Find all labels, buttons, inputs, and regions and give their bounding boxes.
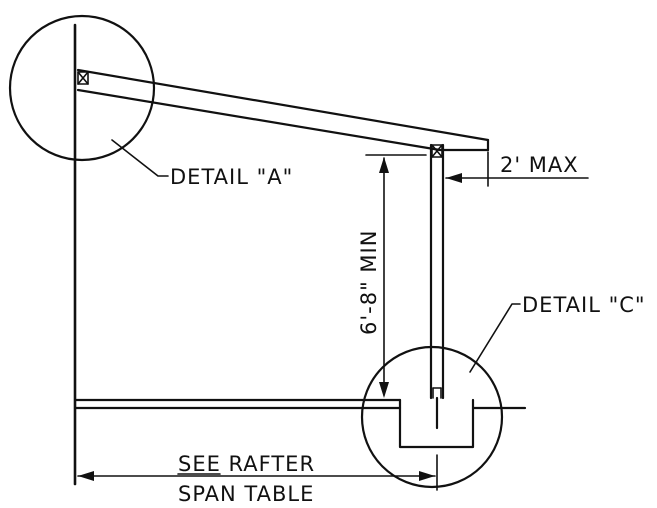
post-anchor bbox=[432, 387, 442, 430]
detail-a-leader bbox=[111, 139, 169, 177]
detail-c-leader bbox=[469, 303, 521, 373]
min-height-label: 6'-8" MIN bbox=[357, 230, 381, 335]
span-dimension bbox=[77, 454, 438, 491]
max-overhang-label: 2' MAX bbox=[500, 153, 579, 177]
slab bbox=[74, 398, 527, 410]
min-height-dimension bbox=[365, 154, 427, 398]
detail-c-label: DETAIL "C" bbox=[522, 293, 646, 317]
detail-a-label: DETAIL "A" bbox=[170, 165, 293, 189]
footing bbox=[398, 398, 475, 449]
max-overhang-dimension bbox=[445, 151, 589, 187]
detail-c-circle bbox=[360, 345, 504, 489]
span-label-line2: SPAN TABLE bbox=[178, 482, 314, 506]
detail-a-circle bbox=[8, 14, 156, 162]
ledger-block-symbol bbox=[77, 71, 89, 85]
post bbox=[429, 143, 445, 400]
span-label-line1: SEE RAFTER bbox=[178, 452, 315, 476]
rafter bbox=[76, 68, 490, 152]
